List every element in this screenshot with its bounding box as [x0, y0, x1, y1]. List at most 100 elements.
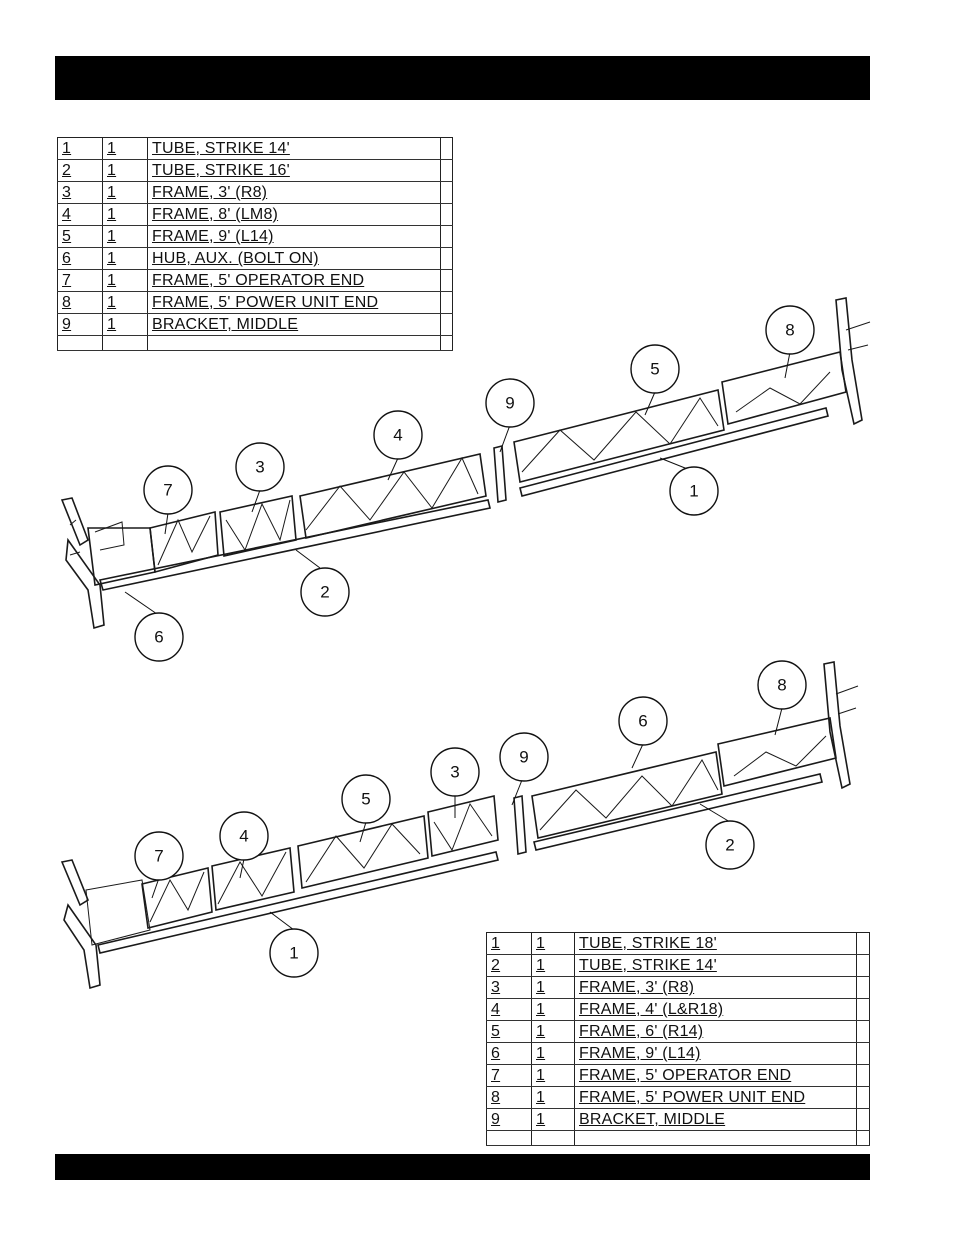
strike-tube-1-upper [519, 407, 829, 497]
part-item-number: 9 [57, 313, 103, 336]
part-item-number: 8 [486, 1086, 532, 1109]
part-extra-cell [856, 998, 870, 1021]
part-item-number: 4 [57, 203, 103, 226]
part-quantity: 1 [531, 1108, 575, 1131]
part-description: FRAME, 9' (L14) [147, 225, 441, 248]
part-quantity: 1 [102, 225, 148, 248]
blank-cell [856, 1130, 870, 1146]
operator-end-frame-lower [60, 859, 151, 990]
part-item-number: 1 [57, 137, 103, 160]
svg-text:4: 4 [393, 426, 402, 445]
blank-cell [531, 1130, 575, 1146]
svg-text:9: 9 [505, 394, 514, 413]
part-extra-cell [856, 1086, 870, 1109]
frame-5-upper [513, 389, 725, 483]
part-extra-cell [440, 247, 453, 270]
part-description: FRAME, 3' (R8) [147, 181, 441, 204]
strike-tube-2-upper [98, 499, 491, 591]
svg-text:7: 7 [154, 847, 163, 866]
part-description: FRAME, 5' OPERATOR END [574, 1064, 857, 1087]
part-description: TUBE, STRIKE 16' [147, 159, 441, 182]
part-description: FRAME, 3' (R8) [574, 976, 857, 999]
part-quantity: 1 [531, 1042, 575, 1065]
part-item-number: 5 [486, 1020, 532, 1043]
part-quantity: 1 [531, 1020, 575, 1043]
part-description: HUB, AUX. (BOLT ON) [147, 247, 441, 270]
frame-7-lower [141, 867, 213, 929]
parts-blank-row [57, 335, 453, 351]
part-extra-cell [440, 203, 453, 226]
frame-8-lower [717, 661, 859, 790]
frame-3-upper [219, 495, 297, 557]
part-description: FRAME, 6' (R14) [574, 1020, 857, 1043]
part-extra-cell [440, 181, 453, 204]
part-quantity: 1 [102, 269, 148, 292]
svg-text:3: 3 [450, 763, 459, 782]
svg-text:8: 8 [777, 676, 786, 695]
svg-text:9: 9 [519, 748, 528, 767]
part-item-number: 6 [486, 1042, 532, 1065]
part-item-number: 4 [486, 998, 532, 1021]
part-quantity: 1 [102, 313, 148, 336]
part-quantity: 1 [102, 247, 148, 270]
upper-assembly [60, 297, 871, 630]
header-bar [55, 56, 870, 100]
part-extra-cell [440, 269, 453, 292]
part-item-number: 2 [57, 159, 103, 182]
part-extra-cell [856, 1108, 870, 1131]
callout-5-lower: 5 [341, 774, 391, 824]
part-item-number: 7 [486, 1064, 532, 1087]
part-quantity: 1 [531, 1064, 575, 1087]
svg-text:2: 2 [725, 836, 734, 855]
part-description: FRAME, 5' POWER UNIT END [574, 1086, 857, 1109]
callout-9-upper: 9 [485, 378, 535, 428]
svg-text:5: 5 [650, 360, 659, 379]
blank-cell [574, 1130, 857, 1146]
callout-5-upper: 5 [630, 344, 680, 394]
part-quantity: 1 [531, 1086, 575, 1109]
part-description: FRAME, 8' (LM8) [147, 203, 441, 226]
callout-3-upper: 3 [235, 442, 285, 492]
callout-7-lower: 7 [134, 831, 184, 881]
part-item-number: 3 [486, 976, 532, 999]
callout-4-upper: 4 [373, 410, 423, 460]
svg-text:6: 6 [154, 628, 163, 647]
strike-tube-2-lower [533, 773, 823, 851]
callout-8-upper: 8 [765, 305, 815, 355]
callout-3-lower: 3 [430, 747, 480, 797]
part-description: TUBE, STRIKE 14' [574, 954, 857, 977]
callout-2-upper: 2 [300, 567, 350, 617]
part-description: TUBE, STRIKE 14' [147, 137, 441, 160]
svg-text:2: 2 [320, 583, 329, 602]
frame-4-lower [211, 847, 295, 911]
blank-cell [102, 335, 148, 351]
part-quantity: 1 [102, 181, 148, 204]
part-item-number: 8 [57, 291, 103, 314]
part-quantity: 1 [102, 159, 148, 182]
strike-tube-1-lower [97, 851, 499, 954]
frame-5-lower [297, 815, 429, 889]
part-extra-cell [856, 1064, 870, 1087]
callout-2-lower: 2 [705, 820, 755, 870]
part-description: BRACKET, MIDDLE [574, 1108, 857, 1131]
middle-bracket-9-lower [513, 794, 527, 856]
part-item-number: 6 [57, 247, 103, 270]
callout-4-lower: 4 [219, 811, 269, 861]
lower-assembly [60, 661, 859, 990]
callouts-upper: 8 5 9 4 3 7 1 2 6 [134, 305, 815, 662]
part-item-number: 3 [57, 181, 103, 204]
part-quantity: 1 [531, 998, 575, 1021]
